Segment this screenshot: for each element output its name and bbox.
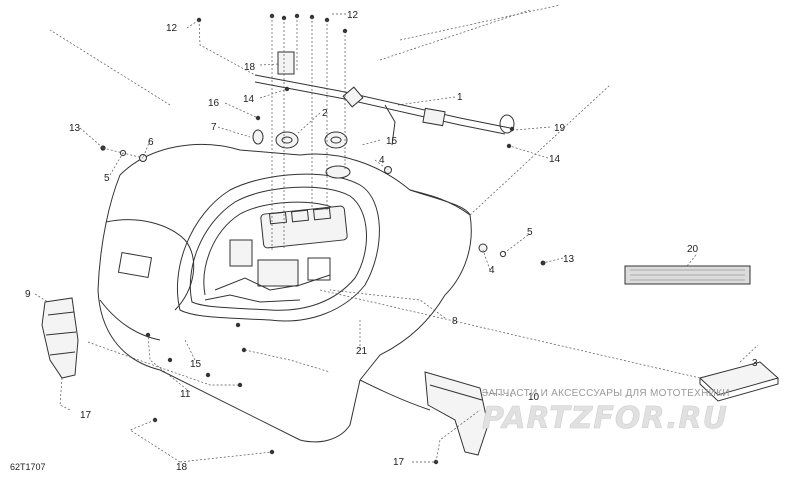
callout-4b: 4 <box>489 265 495 276</box>
watermark: ЗАПЧАСТИ И АКСЕССУАРЫ ДЛЯ МОТОТЕХНИКИ PA… <box>482 388 730 436</box>
callout-13b: 13 <box>563 254 575 265</box>
mount-tab <box>422 107 446 127</box>
callout-15a: 15 <box>386 136 398 147</box>
decal-strip <box>624 265 751 285</box>
spacer-7 <box>252 129 264 145</box>
grommet-lower <box>325 165 351 179</box>
callout-2: 2 <box>322 108 328 119</box>
callout-17a: 17 <box>80 410 92 421</box>
handlebar-bracket <box>254 51 515 146</box>
front-fender-body <box>97 143 472 443</box>
floor-pad <box>699 361 780 402</box>
left-side-bracket <box>41 297 79 379</box>
callout-13a: 13 <box>69 123 81 134</box>
watermark-tagline: ЗАПЧАСТИ И АКСЕССУАРЫ ДЛЯ МОТОТЕХНИКИ <box>482 388 730 399</box>
callout-14b: 14 <box>549 154 561 165</box>
right-knob <box>499 114 515 134</box>
callout-5b: 5 <box>527 227 533 238</box>
battery-box <box>260 205 348 249</box>
callout-10: 10 <box>528 392 540 403</box>
callout-15b: 15 <box>190 359 202 370</box>
callout-5a: 5 <box>104 173 110 184</box>
callout-17b: 17 <box>393 457 405 468</box>
callout-labels: 1 2 3 4 4 5 5 6 7 8 9 10 11 12 12 13 13 … <box>25 10 758 473</box>
callout-4a: 4 <box>379 155 385 166</box>
callout-16: 16 <box>208 98 220 109</box>
callout-9: 9 <box>25 289 31 300</box>
relay-block <box>229 239 253 267</box>
grommet-left <box>275 131 299 149</box>
grommet-right <box>324 131 348 149</box>
callout-18a: 18 <box>244 62 256 73</box>
callout-3: 3 <box>752 358 758 369</box>
callout-12b: 12 <box>347 10 359 21</box>
callout-8: 8 <box>452 316 458 327</box>
right-lower-bracket <box>424 371 489 456</box>
callout-12a: 12 <box>166 23 178 34</box>
diagram-code: 62T1707 <box>10 462 46 472</box>
upper-clamp <box>277 51 295 75</box>
callout-6: 6 <box>148 137 154 148</box>
callout-14a: 14 <box>243 94 255 105</box>
grommets <box>275 131 351 179</box>
callout-11: 11 <box>180 389 191 400</box>
callout-20: 20 <box>687 244 699 255</box>
leader-lines <box>34 4 759 463</box>
callout-21: 21 <box>356 346 368 357</box>
callout-19: 19 <box>554 123 566 134</box>
fuse-box <box>257 259 299 287</box>
callout-7: 7 <box>211 122 217 133</box>
callout-18b: 18 <box>176 462 188 473</box>
watermark-logo: PARTZFOR.RU <box>482 401 728 436</box>
storage-compartment <box>176 173 380 322</box>
callout-1: 1 <box>457 92 463 103</box>
